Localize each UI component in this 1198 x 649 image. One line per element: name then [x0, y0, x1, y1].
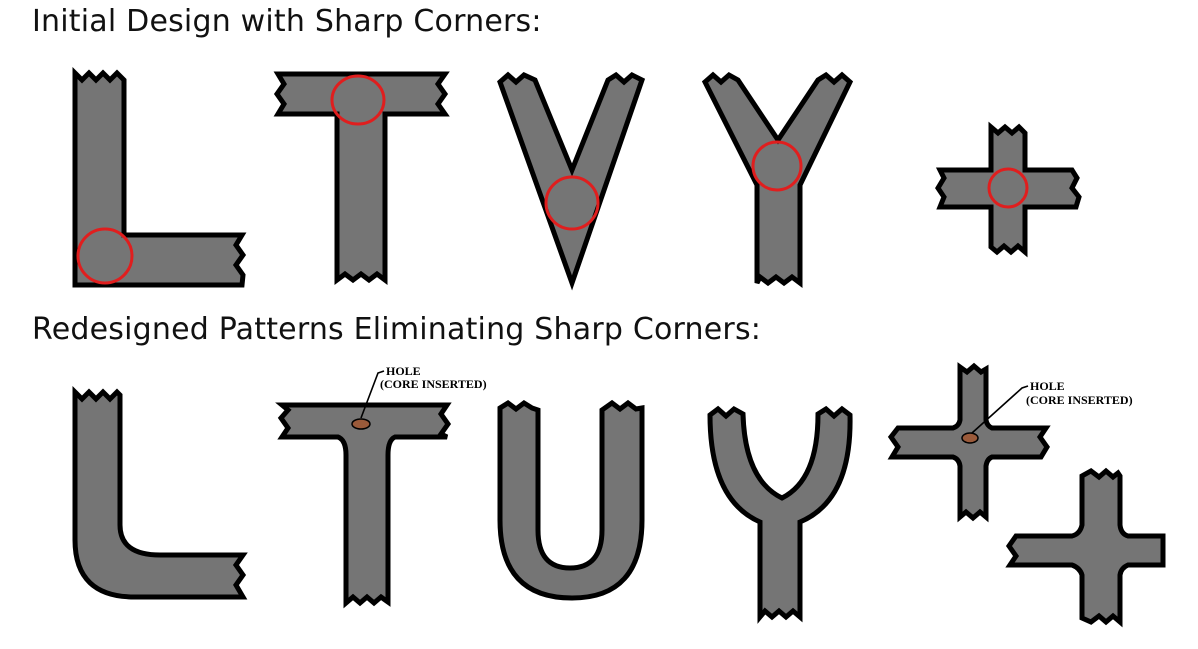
callout-leader: [971, 385, 1029, 434]
core-hole: [351, 418, 371, 430]
shape-v-sharp: [497, 71, 646, 291]
sharp-corner-marker: [330, 74, 386, 126]
callout-label: HOLE: [1030, 379, 1065, 393]
callout-hole-t: HOLE (CORE INSERTED): [380, 364, 487, 391]
shape-t-sharp: [273, 71, 450, 285]
shape-l-sharp: [72, 66, 247, 288]
core-hole: [961, 432, 979, 444]
shape-y-sharp: [701, 71, 854, 288]
shape-cross-sharp: [935, 121, 1082, 258]
sharp-corner-marker: [76, 227, 134, 285]
shape-cross-rounded: [887, 362, 1051, 523]
shape-u-rounded: [497, 399, 645, 601]
heading-initial-design: Initial Design with Sharp Corners:: [32, 4, 542, 39]
heading-redesigned-patterns: Redesigned Patterns Eliminating Sharp Co…: [32, 312, 762, 347]
shape-t-rounded: [275, 370, 452, 609]
callout-label: HOLE: [386, 364, 421, 378]
callout-label: (CORE INSERTED): [380, 377, 487, 391]
sharp-corner-marker: [751, 140, 803, 192]
callout-leader: [360, 370, 385, 419]
shape-l-rounded: [72, 385, 248, 600]
shape-t-inverted-rounded: [1005, 467, 1166, 628]
shape-y-rounded: [707, 405, 853, 624]
callout-label: (CORE INSERTED): [1026, 393, 1133, 407]
sharp-corner-marker: [987, 167, 1029, 209]
callout-hole-cross: HOLE (CORE INSERTED): [1026, 379, 1133, 407]
sharp-corner-marker: [544, 175, 600, 231]
